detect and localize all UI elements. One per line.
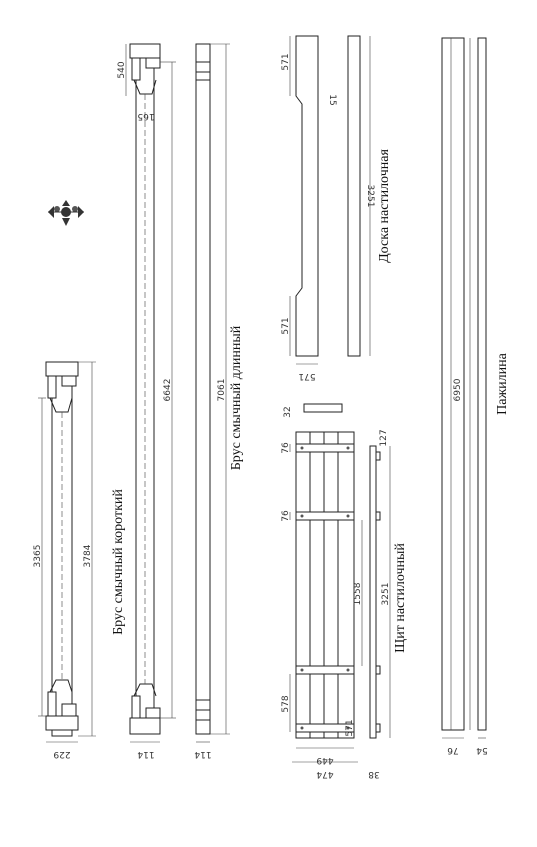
long-beam-b-dim-width: 114 (194, 749, 211, 759)
short-beam-dim-inner: 3365 (33, 545, 43, 568)
deck-panel-dim-span: 1558 (353, 582, 363, 605)
short-beam-caption: Брус смычный короткий (111, 489, 126, 635)
deck-panel-dim-width-outer: 474 (316, 769, 333, 779)
deck-panel-dim-end: 571 (345, 719, 355, 736)
long-beam-a-dim-length: 6642 (163, 379, 173, 402)
deck-panel-dim-edge: 127 (379, 429, 389, 446)
emblem-icon (48, 200, 84, 226)
deck-board-dim-end-bottom: 571 (281, 317, 291, 334)
stringer-drawing: 6950 76 54 (441, 37, 488, 755)
deck-panel-dim-slat2: 76 (281, 510, 291, 522)
deck-panel-dim-bottom: 578 (281, 695, 291, 712)
stringer-dim-w2: 54 (476, 745, 488, 755)
stringer-dim-length: 6950 (453, 378, 463, 401)
long-beam-caption: Брус смычный длинный (229, 325, 244, 470)
deck-panel-dim-thk: 38 (368, 769, 380, 779)
deck-panel-dim-slat1: 76 (281, 442, 291, 454)
long-beam-b-dim-length: 7061 (217, 379, 227, 402)
long-beam-a-dim-notch: 165 (137, 111, 154, 121)
short-beam-dim-width: 229 (53, 749, 70, 759)
deck-board-dim-small: 15 (327, 94, 337, 105)
long-beam-a-drawing: 540 165 6642 114 (117, 43, 176, 759)
long-beam-b-drawing: 7061 114 (194, 43, 230, 759)
deck-panel-caption: Щит настилочный (393, 543, 408, 653)
stringer-dim-w1: 76 (447, 745, 459, 755)
long-beam-a-dim-width: 114 (137, 749, 154, 759)
deck-panel-drawing: 32 127 76 76 1558 3251 578 571 (281, 403, 391, 779)
deck-board-dim-length: 3251 (365, 185, 375, 208)
deck-board-drawing: 571 571 571 15 3251 (281, 35, 375, 381)
long-beam-a-dim-head: 540 (117, 61, 127, 78)
deck-board-dim-taper: 571 (298, 371, 315, 381)
deck-board-dim-end-top: 571 (281, 53, 291, 70)
deck-panel-dim-width-inner: 449 (316, 755, 333, 765)
deck-board-caption: Доска настилочная (377, 149, 392, 263)
short-beam-dim-total: 3784 (83, 544, 93, 567)
stringer-caption: Пажилина (495, 352, 510, 414)
deck-panel-dim-top-thk: 32 (283, 406, 293, 417)
deck-panel-dim-length: 3251 (381, 583, 391, 606)
short-beam-drawing: 3365 3784 229 (33, 361, 96, 759)
